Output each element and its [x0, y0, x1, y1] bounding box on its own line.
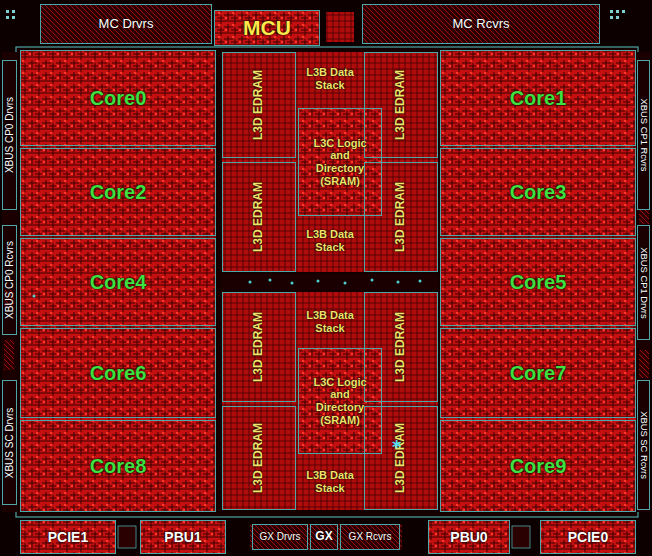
block-label: Core5 — [510, 271, 567, 294]
cache-block: L3D EDRAM — [222, 406, 296, 510]
block-label: Core2 — [90, 181, 147, 204]
marker-symbol: * — [392, 436, 401, 457]
cache-block: L3D EDRAM — [364, 292, 438, 402]
block-label: PCIE1 — [48, 529, 88, 545]
cache-block: L3D EDRAM — [364, 406, 438, 510]
io-block: PCIE0 — [540, 520, 636, 554]
block-label: XBUS CP1 Drvrs — [638, 247, 649, 318]
bus-strip: XBUS SC Rcvrs — [637, 380, 650, 510]
io-block: PCIE1 — [20, 520, 116, 554]
block-label: L3D EDRAM — [394, 70, 408, 140]
block-label: L3B Data Stack — [302, 469, 358, 494]
block-label: XBUS SC Drvrs — [4, 407, 16, 478]
block-label: Core4 — [90, 271, 147, 294]
core-block: Core1 — [440, 50, 636, 146]
io-block: PBU0 — [428, 520, 510, 554]
bus-strip: XBUS CP1 Drvrs — [637, 225, 650, 340]
cache-block: L3D EDRAM — [222, 162, 296, 272]
bus-strip: XBUS CP0 Rcvrs — [2, 225, 17, 335]
block-label: GX Drvrs — [259, 531, 300, 543]
cache-block: L3D EDRAM — [222, 52, 296, 158]
bus-strip: XBUS SC Drvrs — [2, 380, 17, 505]
block-label: XBUS SC Rcvrs — [638, 411, 649, 479]
block-label: Core0 — [90, 87, 147, 110]
block-label: MC Rcvrs — [452, 17, 509, 32]
cache-block: L3D EDRAM — [364, 162, 438, 272]
block-label: XBUS CP1 Rcvrs — [638, 99, 649, 172]
block-label: L3D EDRAM — [394, 423, 408, 493]
block-label: GX Rcvrs — [349, 531, 392, 543]
controller-block: MCU — [214, 10, 320, 46]
block-label: XBUS CP0 Rcvrs — [4, 241, 16, 319]
block-label: MC Drvrs — [99, 17, 154, 32]
core-block: Core3 — [440, 148, 636, 236]
core-block: Core9 — [440, 420, 636, 512]
block-label: L3C Logic and Directory (SRAM) — [309, 376, 371, 427]
core-block: Core2 — [20, 148, 216, 236]
io-block: GX — [310, 524, 338, 550]
cache-block: L3B Data Stack — [300, 298, 360, 346]
block-label: Core9 — [510, 455, 567, 478]
core-block: Core7 — [440, 328, 636, 418]
io-block: MC Rcvrs — [362, 4, 600, 44]
block-label: L3B Data Stack — [302, 309, 358, 334]
block-label: Core7 — [510, 362, 567, 385]
io-block: PBU1 — [140, 520, 226, 554]
cache-block: L3B Data Stack — [300, 218, 360, 264]
core-block: Core8 — [20, 420, 216, 512]
block-label: PBU0 — [450, 529, 487, 545]
cache-block: L3D EDRAM — [364, 52, 438, 158]
block-label: Core8 — [90, 455, 147, 478]
io-block: MC Drvrs — [40, 4, 212, 44]
core-block: Core5 — [440, 238, 636, 326]
block-label: Core3 — [510, 181, 567, 204]
block-label: L3D EDRAM — [394, 312, 408, 382]
block-label: GX — [315, 530, 332, 544]
block-label: XBUS CP0 Drvrs — [4, 97, 16, 173]
block-label: L3D EDRAM — [252, 70, 266, 140]
block-label: L3D EDRAM — [252, 182, 266, 252]
block-label: L3B Data Stack — [302, 66, 358, 91]
core-block: Core4 — [20, 238, 216, 326]
block-label: MCU — [243, 16, 291, 40]
bus-strip: XBUS CP0 Drvrs — [2, 60, 17, 210]
block-label: PBU1 — [164, 529, 201, 545]
cache-block: L3B Data Stack — [300, 456, 360, 508]
io-block: GX Rcvrs — [340, 524, 400, 550]
io-block: GX Drvrs — [252, 524, 308, 550]
block-label: PCIE0 — [568, 529, 608, 545]
block-label: Core6 — [90, 362, 147, 385]
cache-block: L3D EDRAM — [222, 292, 296, 402]
cache-block: L3B Data Stack — [300, 52, 360, 106]
block-label: Core1 — [510, 87, 567, 110]
block-label: L3B Data Stack — [302, 228, 358, 253]
block-label: L3D EDRAM — [252, 312, 266, 382]
block-label: L3C Logic and Directory (SRAM) — [309, 137, 371, 188]
cache-directory: L3C Logic and Directory (SRAM) — [298, 348, 382, 454]
block-label: L3D EDRAM — [252, 423, 266, 493]
block-label: L3D EDRAM — [394, 182, 408, 252]
core-block: Core6 — [20, 328, 216, 418]
bus-strip: XBUS CP1 Rcvrs — [637, 60, 650, 210]
core-block: Core0 — [20, 50, 216, 146]
